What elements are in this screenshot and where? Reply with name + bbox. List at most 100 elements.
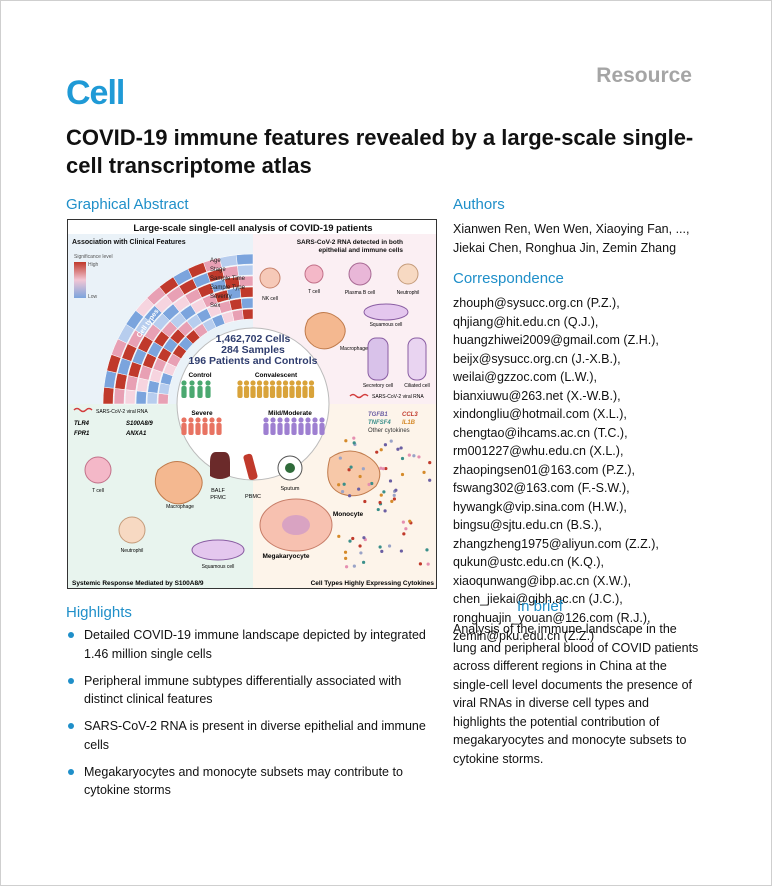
highlight-item: Detailed COVID-19 immune landscape depic… [66,626,436,663]
cytokine-dots [337,436,432,569]
cytokine-dot [389,439,393,443]
email-link[interactable]: zhangzheng1975@aliyun.com (Z.Z.), [453,536,659,551]
person-head [188,417,194,423]
cytokine-dot [428,478,432,482]
cytokine-dot [338,456,342,460]
source-sputum: Sputum [281,486,300,492]
person-head [319,417,325,423]
viral-rna-label: SARS-CoV-2 viral RNA [96,409,148,415]
highlight-item: SARS-CoV-2 RNA is present in diverse epi… [66,717,436,754]
person-body [269,386,276,398]
ciliated-label: Ciliated cell [404,383,430,389]
person-body [308,386,315,398]
email-link[interactable]: zhaopingsen01@163.com (P.Z.), [453,462,636,477]
person-head [277,417,283,423]
ring-segment [157,393,169,405]
cytokine-dot [337,483,341,487]
person-body [295,386,302,398]
ring-segment [235,253,254,266]
neutrophil-icon [118,516,146,544]
ring-segment [146,391,158,405]
gene-label: FPR1 [74,431,90,437]
person-head [289,380,295,386]
email-link[interactable]: huangzhiwei2009@gmail.com (Z.H.), [453,333,659,347]
cytokine-dot [384,466,388,471]
ring-segment [239,286,254,298]
cytokine-dot [347,494,352,498]
squamous-cell-icon [191,539,245,561]
cytokine-tnfsf4: TNFSF4 [368,420,391,426]
email-link[interactable]: bingsu@sjtu.edu.cn (B.S.), [453,518,602,532]
person-body [189,386,195,398]
cytokine-dot [344,556,348,561]
person-head [312,417,318,423]
email-link[interactable]: qukun@ustc.edu.cn (K.Q.), [453,555,604,569]
viral-rna-icon [73,407,93,413]
cytokine-dot [382,490,386,494]
person-head [197,380,203,386]
cytokine-dot [407,453,411,457]
cytokine-dot [367,482,371,487]
email-link[interactable]: xiaoqunwang@ibp.ac.cn (X.W.), [453,573,632,588]
person-body [181,386,187,398]
email-link[interactable]: xindongliu@hotmail.com (X.L.), [453,407,627,421]
group-severe: Severe [191,410,213,417]
highlights-heading: Highlights [66,604,132,621]
person-body [195,423,201,435]
person-head [181,380,187,386]
cytokine-dot [383,509,387,513]
cytokine-dot [362,560,366,564]
ring-segment [229,298,243,311]
email-link[interactable]: rm001227@whu.edu.cn (X.L.), [453,444,624,458]
person-body [263,423,269,435]
person-head [282,380,289,386]
person-body [312,423,318,435]
email-link[interactable]: ronghuajin_youan@126.com (R.J.), [453,610,651,625]
feature-label: Age [210,258,221,264]
highlight-item: Megakaryocytes and monocyte subsets may … [66,763,436,800]
graphical-abstract-figure: Large-scale single-cell analysis of COVI… [67,219,437,589]
ciliated-cell-icon [407,337,427,381]
email-link[interactable]: bianxiuwu@263.net (X.-W.B.), [453,388,621,403]
email-link[interactable]: beijx@sysucc.org.cn (J.-X.B.), [453,351,621,366]
email-link[interactable]: chen_jiekai@gibh.ac.cn (J.C.), [453,592,623,606]
person-head [298,417,304,423]
cytokine-dot [349,465,353,469]
ring-segment [136,377,149,393]
email-link[interactable]: weilai@gzzoc.com (L.W.), [453,370,597,384]
cell-label: Plasma B cell [345,290,375,296]
person-body [237,386,243,398]
email-link[interactable]: chengtao@ihcams.ac.cn (T.C.), [453,425,628,440]
cytokine-dot [387,544,392,548]
person-body [205,386,211,398]
person-head [243,380,250,386]
in-brief-text: Analysis of the immune landscape in the … [453,622,699,766]
monocyte-label: Monocyte [333,511,364,518]
source-balf: BALF [211,488,225,494]
email-link[interactable]: zhouph@sysucc.org.cn (P.Z.), [453,296,620,310]
email-link[interactable]: zemin@pku.edu.cn (Z.Z.) [453,629,595,643]
person-body [202,423,208,435]
person-body [282,386,289,398]
stat-samples: 284 Samples [221,344,285,356]
cytokine-dot [400,472,405,477]
cytokine-dot [351,536,355,541]
neutrophil-icon [397,263,419,285]
email-link[interactable]: fswang302@163.com (F.-S.W.), [453,481,630,495]
person-body [216,423,222,435]
feature-label: Sample Time [210,276,246,282]
article-type-label: Resource [596,64,692,87]
email-link[interactable]: hywangk@vip.sina.com (H.W.), [453,499,627,514]
person-body [270,423,276,435]
source-pbmc: PBMC [245,494,261,500]
person-head [263,417,269,423]
central-circle [176,327,330,481]
person-body [319,423,325,435]
highlight-text: Detailed COVID-19 immune landscape depic… [84,628,426,661]
sig-gradient [74,262,86,298]
cytokine-dot [425,548,429,552]
plasma-b-cell-icon [348,262,372,286]
feature-label: Stage [210,267,226,273]
email-link[interactable]: qhjiang@hit.edu.cn (Q.J.), [453,314,599,329]
person-head [291,417,297,423]
